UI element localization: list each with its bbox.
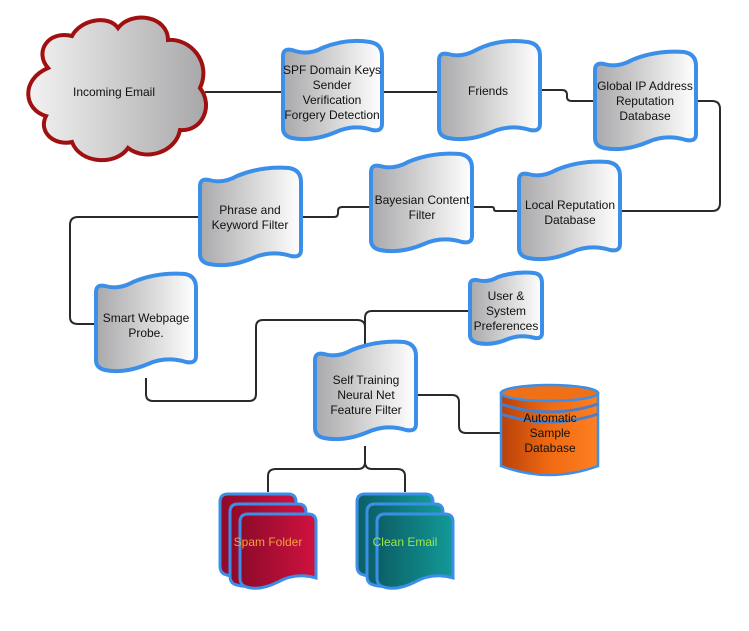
bayesian-label-line-2: Filter (409, 208, 436, 222)
connector-globalip-localrep (622, 100, 721, 212)
sample-db-label-line-3: Database (524, 441, 576, 455)
connector-prefs-neural (364, 310, 470, 352)
spf-label-line-2: Sender (313, 78, 352, 92)
incoming-email-label: Incoming Email (73, 85, 155, 99)
node-automatic-sample-database: Automatic Sample Database (499, 383, 600, 477)
neural-node-shape (313, 339, 418, 442)
webpage-label-line-2: Probe. (128, 326, 163, 340)
connector-localrep-bayesian (472, 206, 519, 212)
connector-neural-outputs (267, 446, 406, 492)
cloud-shape (26, 15, 208, 162)
connector-bayesian-phrase (303, 206, 370, 218)
database-body (499, 391, 600, 477)
prefs-label-line-1: User & (488, 289, 525, 303)
global-ip-node-shape (593, 49, 698, 152)
spam-folder-label: Spam Folder (234, 535, 303, 549)
local-rep-label-line-2: Database (544, 213, 596, 227)
webpage-label-line-1: Smart Webpage (103, 311, 190, 325)
sample-db-label-line-1: Automatic (523, 411, 576, 425)
sample-db-label-line-2: Sample (530, 426, 571, 440)
phrase-label-line-1: Phrase and (219, 203, 280, 217)
connector-neural-sampledb (416, 394, 501, 434)
database-top (499, 383, 600, 403)
database-ring-2 (500, 412, 599, 424)
database-ring-1 (500, 402, 599, 414)
webpage-node-shape (94, 271, 198, 374)
friends-node-shape (437, 39, 542, 142)
neural-label-line-1: Self Training (333, 373, 400, 387)
connector-webpage-neural (145, 319, 366, 402)
node-clean-email: Clean Email (355, 492, 455, 590)
neural-label-line-2: Neural Net (337, 388, 395, 402)
prefs-label-line-2: System (486, 304, 526, 318)
spf-label-line-3: Verification (303, 93, 362, 107)
spf-node-shape (281, 38, 384, 142)
spam-page-front (238, 512, 318, 590)
node-phrase-keyword-filter: Phrase and Keyword Filter (198, 165, 303, 268)
node-global-ip-reputation: Global IP Address Reputation Database (593, 49, 698, 152)
incoming-email-cloud: Incoming Email (26, 15, 208, 162)
connector-phrase-webpage (69, 216, 200, 325)
prefs-label-line-3: Preferences (474, 319, 539, 333)
phrase-node-shape (198, 165, 303, 268)
bayesian-node-shape (369, 151, 474, 254)
node-bayesian-filter: Bayesian Content Filter (369, 151, 474, 254)
node-smart-webpage-probe: Smart Webpage Probe. (94, 271, 198, 374)
clean-page-front (375, 512, 455, 590)
connectors (69, 89, 721, 492)
local-rep-node-shape (517, 159, 622, 262)
clean-email-label: Clean Email (373, 535, 438, 549)
spf-label-line-4: Forgery Detection (284, 108, 379, 122)
node-user-system-preferences: User & System Preferences (468, 270, 544, 346)
node-friends: Friends (437, 39, 542, 142)
node-local-reputation: Local Reputation Database (517, 159, 622, 262)
global-ip-label-line-3: Database (619, 109, 671, 123)
node-neural-net-filter: Self Training Neural Net Feature Filter (313, 339, 418, 442)
global-ip-label-line-2: Reputation (616, 94, 674, 108)
neural-label-line-3: Feature Filter (330, 403, 401, 417)
node-spam-folder: Spam Folder (218, 492, 318, 590)
prefs-node-shape (468, 270, 544, 346)
connector-friends-globalip (542, 89, 595, 102)
bayesian-label-line-1: Bayesian Content (375, 193, 470, 207)
friends-label: Friends (468, 84, 508, 98)
global-ip-label-line-1: Global IP Address (597, 79, 693, 93)
phrase-label-line-2: Keyword Filter (212, 218, 289, 232)
node-spf-domain-keys: SPF Domain Keys Sender Verification Forg… (281, 38, 384, 142)
spf-label-line-1: SPF Domain Keys (283, 63, 381, 77)
local-rep-label-line-1: Local Reputation (525, 198, 615, 212)
